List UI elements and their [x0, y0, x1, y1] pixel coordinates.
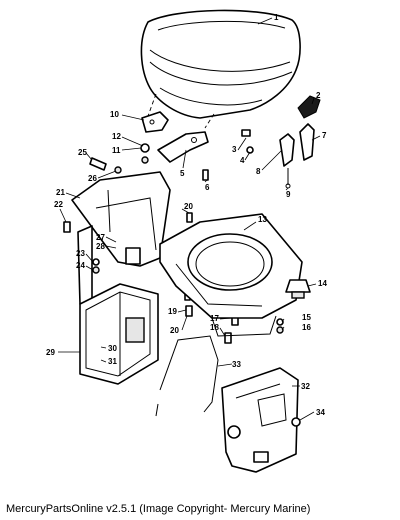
callout-14: 14 — [318, 279, 327, 288]
callout-1: 1 — [274, 13, 279, 22]
callout-13: 13 — [258, 215, 267, 224]
callout-27: 27 — [96, 233, 105, 242]
callout-34: 34 — [316, 408, 325, 417]
callout-26: 26 — [88, 174, 97, 183]
callout-20-upper: 20 — [184, 202, 193, 211]
callout-29: 29 — [46, 348, 55, 357]
electrical-box — [79, 283, 159, 385]
callout-10: 10 — [110, 110, 119, 119]
callout-23: 23 — [76, 249, 85, 258]
callout-5: 5 — [180, 169, 185, 178]
latch-handle — [297, 95, 321, 119]
callout-32: 32 — [301, 382, 310, 391]
callout-17: 17 — [210, 314, 219, 323]
latch-lever-parts — [279, 123, 315, 189]
cover-panel — [221, 367, 299, 473]
callout-11: 11 — [112, 146, 121, 155]
callout-9: 9 — [286, 190, 291, 199]
callout-33: 33 — [232, 360, 241, 369]
callout-28: 28 — [96, 242, 105, 251]
top-cowl — [140, 9, 301, 129]
callout-18: 18 — [210, 323, 219, 332]
callout-30: 30 — [108, 344, 117, 353]
callout-15: 15 — [302, 313, 311, 322]
main-pan — [159, 213, 303, 337]
small-fasteners — [63, 129, 284, 364]
callout-25: 25 — [78, 148, 87, 157]
callout-31: 31 — [108, 357, 117, 366]
grommet — [285, 279, 311, 299]
callout-20-lower: 20 — [170, 326, 179, 335]
callout-22: 22 — [54, 200, 63, 209]
callout-4: 4 — [240, 156, 245, 165]
leader-lines — [58, 17, 321, 421]
callout-24: 24 — [76, 261, 85, 270]
wire — [155, 335, 219, 417]
hinge-bracket — [157, 131, 209, 163]
callout-2: 2 — [316, 91, 321, 100]
callout-8: 8 — [256, 167, 261, 176]
panel-screw — [291, 417, 301, 427]
image-caption: MercuryPartsOnline v2.5.1 (Image Copyrig… — [6, 503, 311, 515]
callout-19: 19 — [168, 307, 177, 316]
parts-exploded-diagram: 1 2 3 4 5 6 7 8 9 10 11 12 13 14 15 16 1… — [46, 9, 327, 473]
bracket — [141, 111, 169, 133]
callout-6: 6 — [205, 183, 210, 192]
callout-16: 16 — [302, 323, 311, 332]
callout-7: 7 — [322, 131, 327, 140]
callout-21: 21 — [56, 188, 65, 197]
callout-12: 12 — [112, 132, 121, 141]
callout-labels: 1 2 3 4 5 6 7 8 9 10 11 12 13 14 15 16 1… — [46, 13, 327, 417]
callout-3: 3 — [232, 145, 237, 154]
